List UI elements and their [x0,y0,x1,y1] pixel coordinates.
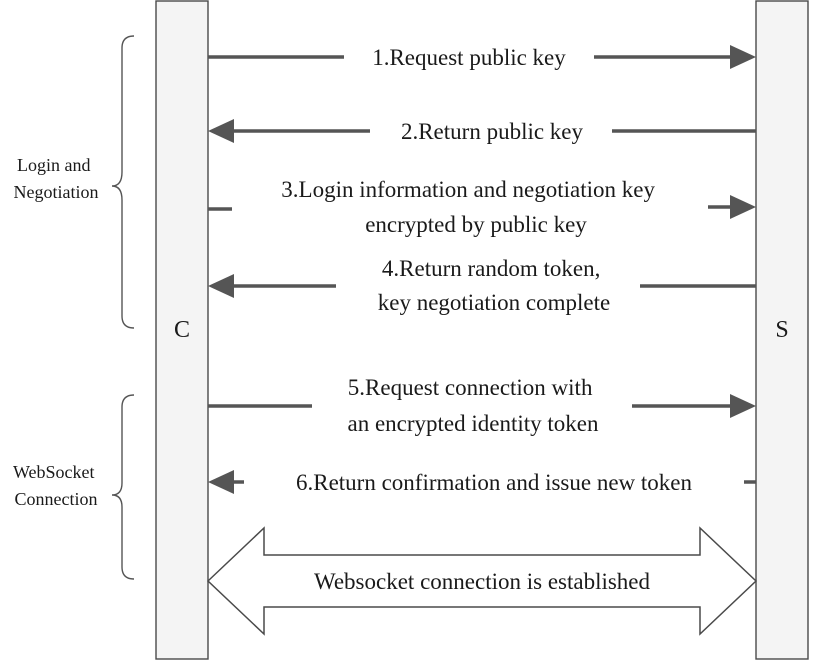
message-5-arrowhead [730,394,756,418]
websocket-connection-label: Websocket connection is established [314,569,651,594]
message-3-label-line-1: 3.Login information and negotiation key [281,177,655,202]
message-2-arrowhead [208,119,234,143]
message-4-label-line-1: 4.Return random token, [382,256,600,281]
client-lifeline [155,0,209,660]
login-group-label-line-1: Login and [17,155,91,175]
message-2: 2.Return public key [208,119,756,144]
message-2-label: 2.Return public key [401,119,584,144]
message-3-label: 3.Login information and negotiation key … [281,177,660,237]
message-3-label-line-2: encrypted by public key [365,212,587,237]
message-4-label-line-2: key negotiation complete [378,290,610,315]
message-5-label-line-2: an encrypted identity token [347,411,599,436]
message-6-label: 6.Return confirmation and issue new toke… [296,470,693,495]
websocket-group-brace [111,394,135,580]
message-5-label-line-1: 5.Request connection with [348,375,593,400]
message-6: 6.Return confirmation and issue new toke… [208,470,756,495]
message-3: 3.Login information and negotiation key … [208,177,756,237]
login-group-label-line-2: Negotiation [14,182,99,202]
message-1-label-line-1: 1.Request public key [372,45,566,70]
server-label: S [775,317,788,343]
client-label: C [174,317,190,343]
websocket-connection-arrow: Websocket connection is established [206,526,758,636]
login-group-brace [111,35,135,329]
websocket-group-label: WebSocket Connection [13,462,99,509]
server-lifeline [755,0,809,660]
message-4: 4.Return random token, key negotiation c… [208,256,756,315]
message-5: 5.Request connection with an encrypted i… [208,375,756,436]
message-5-label: 5.Request connection with an encrypted i… [347,375,599,436]
login-group-label: Login and Negotiation [14,155,99,202]
double-arrow-icon [206,526,758,636]
message-4-arrowhead [208,274,234,298]
message-1: 1.Request public key [208,45,756,70]
message-1-arrowhead [730,45,756,69]
message-6-arrowhead [208,470,234,494]
message-6-label-line-1: 6.Return confirmation and issue new toke… [296,470,693,495]
message-2-label-line-1: 2.Return public key [401,119,584,144]
message-4-label: 4.Return random token, key negotiation c… [378,256,610,315]
message-3-arrowhead [730,195,756,219]
websocket-group-label-line-1: WebSocket [13,462,95,482]
message-1-label: 1.Request public key [372,45,566,70]
websocket-group-label-line-2: Connection [15,489,98,509]
